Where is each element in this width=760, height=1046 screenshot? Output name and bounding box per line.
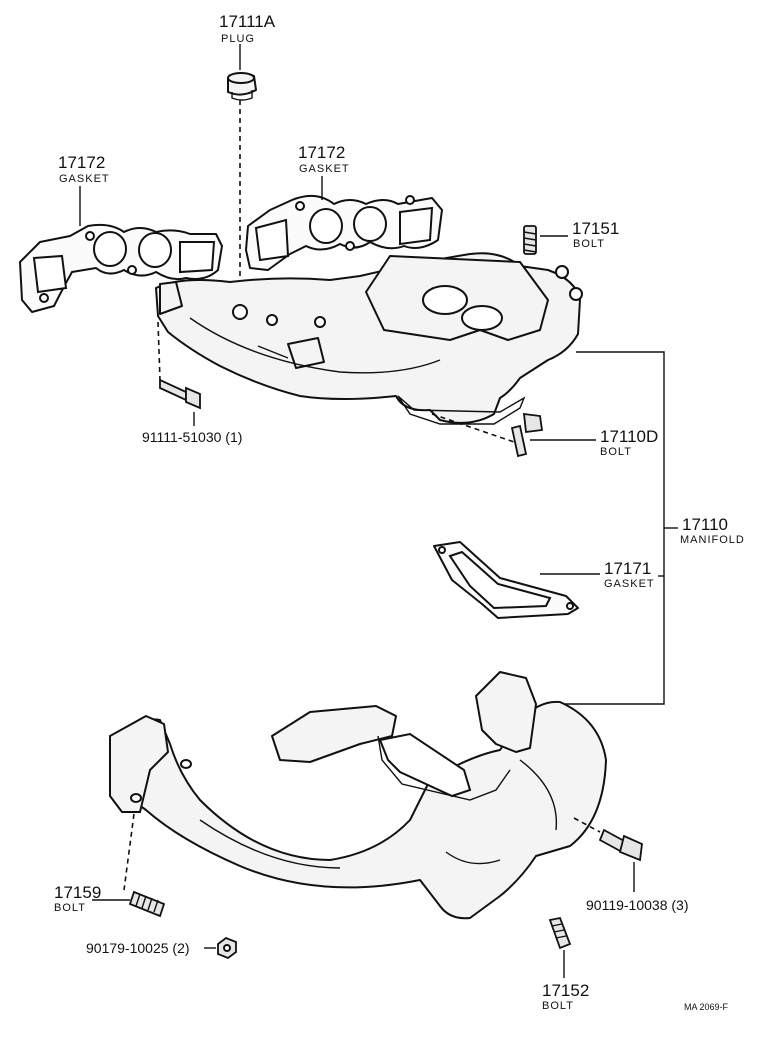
drawing-code: MA 2069-F: [684, 1002, 729, 1012]
plug-part-number: 17111A: [219, 12, 276, 31]
manifold-part-name: MANIFOLD: [680, 534, 745, 546]
bolt-bottom-left-part-name: BOLT: [54, 902, 86, 914]
bolt-bottom-left-leader-line: [123, 813, 135, 891]
plug-part: [227, 72, 257, 101]
bolt-bottom-left-part-number: 17159: [54, 883, 101, 902]
stud-bolt-17151: [523, 225, 537, 255]
bolt-17110d: [510, 412, 544, 458]
bolt-bottom-part-name: BOLT: [542, 1000, 574, 1012]
bolt-top-part-name: BOLT: [573, 238, 605, 250]
gasket-center-part: [245, 194, 443, 271]
gasket-small-part-name: GASKET: [604, 578, 655, 590]
bolt-mid-part-name: BOLT: [600, 446, 632, 458]
gasket-center-part-number: 17172: [298, 143, 345, 162]
nut-reference: 90179-10025 (2): [86, 940, 190, 956]
bolt-mid-leader-line: [431, 413, 515, 443]
bolt-left-reference: 91111-51030 (1): [142, 429, 242, 445]
plug-part-name: PLUG: [221, 33, 255, 45]
bolt-left-leader-line: [157, 321, 161, 381]
manifold-part-number: 17110: [682, 515, 728, 534]
bolt-mid-part-number: 17110D: [600, 427, 658, 446]
nut-90179-10025: [217, 936, 237, 960]
bolt-top-part-number: 17151: [572, 219, 619, 238]
gasket-left-part-number: 17172: [58, 153, 105, 172]
bolt-bottom-part-number: 17152: [542, 981, 589, 1000]
gasket-left-part-name: GASKET: [59, 173, 110, 185]
stud-bolt-17159: [128, 890, 166, 918]
bolt-right-reference: 90119-10038 (3): [586, 897, 688, 913]
intake-manifold-part: [155, 252, 583, 425]
gasket-center-part-name: GASKET: [299, 163, 350, 175]
manifold-bracket-line: [560, 351, 665, 705]
gasket-left-part: [19, 223, 223, 313]
bolt-90119-10038: [598, 828, 643, 862]
bolt-91111-51030: [159, 378, 201, 410]
exhaust-manifold-part: [109, 671, 607, 920]
bolt-right-leader-line: [573, 817, 601, 833]
stud-bolt-17152: [548, 916, 572, 950]
gasket-small-part: [433, 541, 579, 619]
gasket-small-part-number: 17171: [604, 559, 651, 578]
